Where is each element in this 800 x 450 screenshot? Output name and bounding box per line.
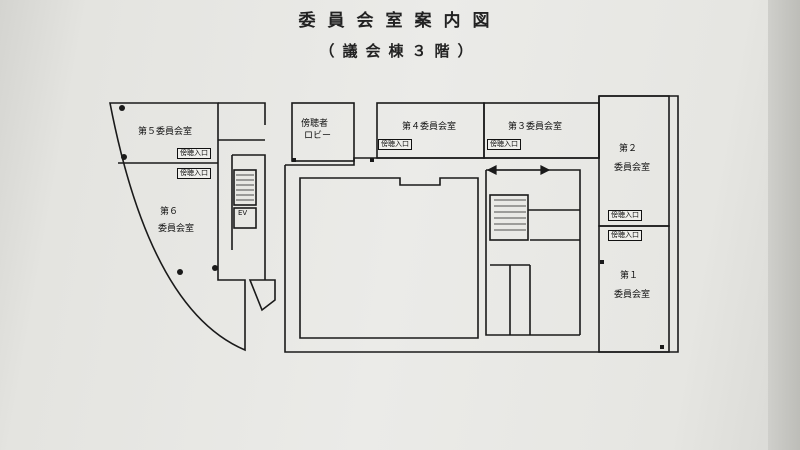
elevator [233,207,257,229]
room-6-label: 委員会室 [158,224,195,234]
room-1-label: 委員会室 [614,290,651,300]
room-2-number: 第２ [619,144,638,154]
elevator-label: EV [238,209,248,217]
gallery-entrance-room-6: 傍聴入口 [177,168,211,179]
paper-edge [768,0,800,450]
wall-corridor-west [218,102,266,141]
gallery-entrance-room-2: 傍聴入口 [608,210,642,221]
wall-lobby [291,102,355,162]
gallery-entrance-room-3: 傍聴入口 [487,139,521,150]
lobby-label-2: ロビー [304,131,332,141]
room-2-label: 委員会室 [614,163,651,173]
wall-west-wing [109,102,246,352]
room-1-number: 第１ [620,271,639,281]
room-3-label: 第３委員会室 [508,122,563,132]
wall-core-west [231,154,266,280]
map-title: 委員会室案内図 [298,11,502,31]
room-5-label: 第５委員会室 [138,127,193,137]
gallery-entrance-room-4: 傍聴入口 [378,139,412,150]
wall-chamber [299,177,479,339]
wall-main-outline [284,95,679,353]
map-subtitle: （議会棟３階） [319,42,481,60]
room-4-label: 第４委員会室 [402,122,457,132]
stair-central [489,194,529,241]
stair-sw [248,279,276,312]
gallery-entrance-room-1: 傍聴入口 [608,230,642,241]
room-6-number: 第６ [160,207,179,217]
gallery-entrance-room-5: 傍聴入口 [177,148,211,159]
lobby-label-1: 傍聴者 [301,119,329,129]
wall-core-east [485,169,581,336]
stair-west [233,169,257,206]
